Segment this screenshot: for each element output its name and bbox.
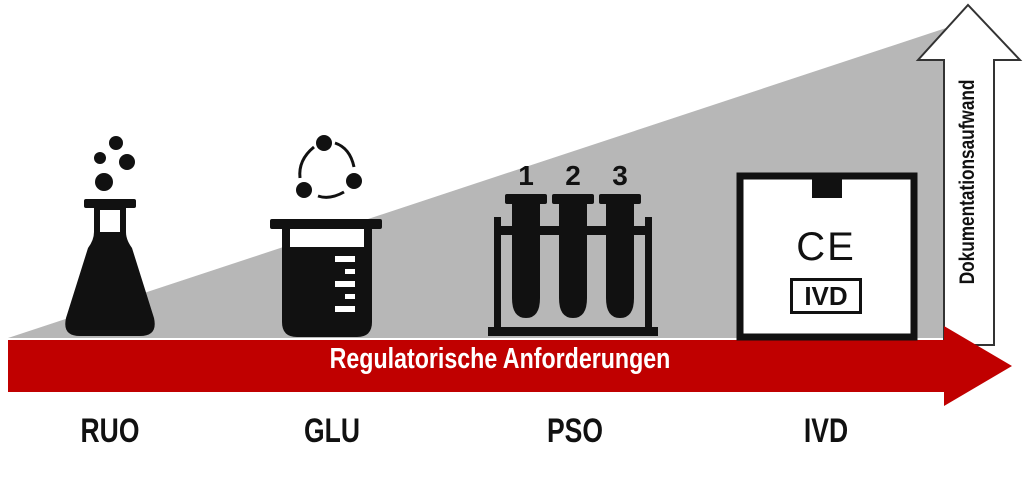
documentation-effort-label: Dokumentationsaufwand: [956, 79, 979, 285]
documentation-effort-arrow: [915, 3, 1023, 346]
erlenmeyer-flask-icon: [65, 136, 155, 336]
tube-number-2: 2: [565, 160, 581, 191]
stage-label-glu: GLU: [304, 412, 360, 450]
ce-mark: CE: [796, 225, 856, 269]
regulatory-arrow: [8, 326, 1012, 406]
beaker-icon: [270, 135, 382, 337]
regulatory-arrow-label: Regulatorische Anforderungen: [329, 343, 671, 375]
ivd-badge: IVD: [790, 278, 862, 314]
tube-number-1: 1: [518, 160, 534, 191]
tube-number-3: 3: [612, 160, 628, 191]
stage-label-ruo: RUO: [80, 412, 140, 450]
test-tube-rack-icon: [488, 194, 658, 336]
stage-label-ivd: IVD: [803, 412, 849, 450]
effort-wedge: [8, 28, 946, 338]
ce-ivd-box-icon: [736, 172, 918, 341]
stage-label-pso: PSO: [546, 412, 604, 450]
